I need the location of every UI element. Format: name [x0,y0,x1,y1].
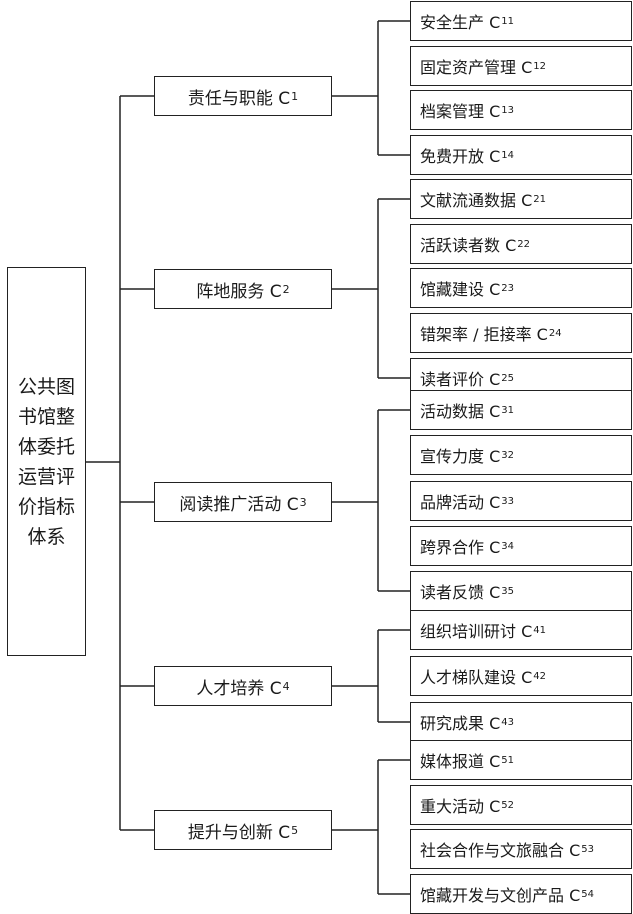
root-label: 公共图 书馆整 体委托 运营评 价指标 体系 [17,375,75,548]
root-node: 公共图 书馆整 体委托 运营评 价指标 体系 [7,267,86,656]
